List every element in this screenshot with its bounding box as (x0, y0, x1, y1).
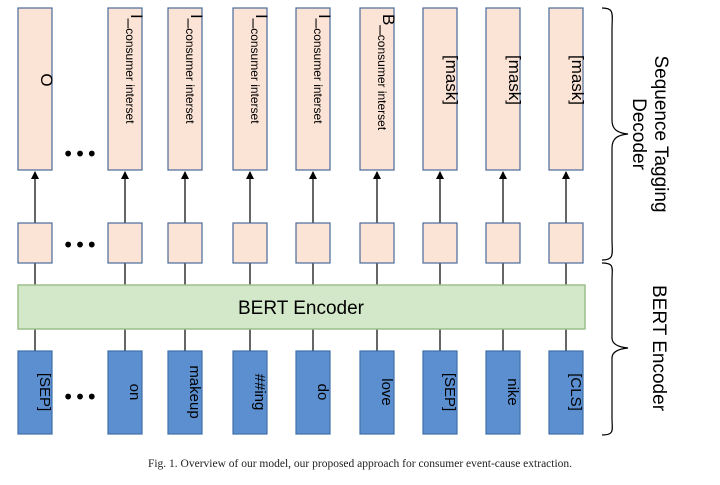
input-token-box (167, 350, 203, 435)
output-tag-text: O (37, 73, 56, 86)
output-tag-box (359, 7, 395, 171)
output-tag-subscript: consumer interset (183, 28, 197, 124)
output-tag-subscript: consumer interset (123, 28, 137, 124)
output-tag-label: O (37, 73, 56, 86)
bert-encoder-label: BERT Encoder (238, 298, 365, 319)
output-tag-text: B_consumer interset (375, 14, 398, 131)
input-token-box (359, 350, 395, 435)
output-tag-prefix: I_ (315, 14, 334, 29)
output-tag-box (17, 7, 53, 171)
output-tag-box (107, 7, 143, 171)
input-token-box (232, 350, 268, 435)
input-token-box (422, 350, 458, 435)
hidden-state-box (485, 222, 521, 264)
output-tag-text: [mask] (505, 55, 524, 105)
output-tag-prefix: I_ (127, 14, 146, 29)
input-token-label: nike (504, 378, 521, 406)
hidden-state-box (295, 222, 331, 264)
input-token-box (485, 350, 521, 435)
output-tag-box (167, 7, 203, 171)
figure-caption: Fig. 1. Overview of our model, our propo… (147, 458, 573, 470)
input-token-label: love (378, 378, 395, 406)
output-tag-text: I_consumer interset (183, 14, 206, 124)
output-tag-box (422, 7, 458, 171)
input-token-box (17, 350, 53, 435)
output-tag-subscript: consumer interset (248, 28, 262, 124)
output-tag-subscript: consumer interset (375, 35, 389, 131)
output-tag-text: I_consumer interset (123, 14, 146, 124)
output-tag-label: I_consumer interset (123, 14, 146, 124)
hidden-state-box (422, 222, 458, 264)
output-tag-subscript: consumer interset (311, 28, 325, 124)
input-token-box (548, 350, 584, 435)
connector-layer (31, 171, 570, 351)
hidden-state-box (232, 222, 268, 264)
output-tag-text: [mask] (568, 55, 587, 105)
ellipsis-hidden: ••• (62, 233, 97, 257)
output-tag-box (232, 7, 268, 171)
hidden-state-box (167, 222, 203, 264)
output-tag-label: [mask] (442, 55, 461, 105)
input-token-label: makeup (186, 365, 203, 418)
input-token-label: [SEP] (36, 373, 53, 411)
input-token-box (295, 350, 331, 435)
output-tag-prefix: B_ (379, 14, 398, 35)
output-tag-label: B_consumer interset (375, 14, 398, 131)
hidden-state-box (359, 222, 395, 264)
output-tag-text: I_consumer interset (311, 14, 334, 124)
decoder-brace (601, 7, 629, 261)
input-token-label: on (126, 384, 143, 401)
output-tag-label: [mask] (568, 55, 587, 105)
encoder-brace-label: BERT Encoder (648, 285, 669, 412)
encoder-brace (601, 262, 629, 436)
input-token-label: [CLS] (567, 373, 584, 411)
output-tag-box (295, 7, 331, 171)
output-tag-prefix: I_ (252, 14, 271, 29)
output-tag-label: [mask] (505, 55, 524, 105)
input-token-label: do (314, 384, 331, 401)
output-tag-box (485, 7, 521, 171)
output-tag-label: I_consumer interset (248, 14, 271, 124)
ellipsis-output: ••• (62, 142, 97, 166)
decoder-brace-label-line2: Decoder (628, 98, 649, 170)
ellipsis-input: ••• (62, 385, 97, 409)
output-tag-text: [mask] (442, 55, 461, 105)
output-tag-label: I_consumer interset (183, 14, 206, 124)
output-tag-label: I_consumer interset (311, 14, 334, 124)
bert-encoder-block (17, 284, 586, 330)
input-token-box (107, 350, 143, 435)
hidden-state-box (548, 222, 584, 264)
hidden-state-box (17, 222, 53, 264)
input-token-label: ##ing (251, 374, 268, 411)
hidden-state-box (107, 222, 143, 264)
output-tag-box (548, 7, 584, 171)
decoder-brace-label-line1: Sequence Tagging (650, 55, 671, 212)
input-token-label: [SEP] (441, 373, 458, 411)
output-tag-prefix: I_ (187, 14, 206, 29)
output-tag-text: I_consumer interset (248, 14, 271, 124)
